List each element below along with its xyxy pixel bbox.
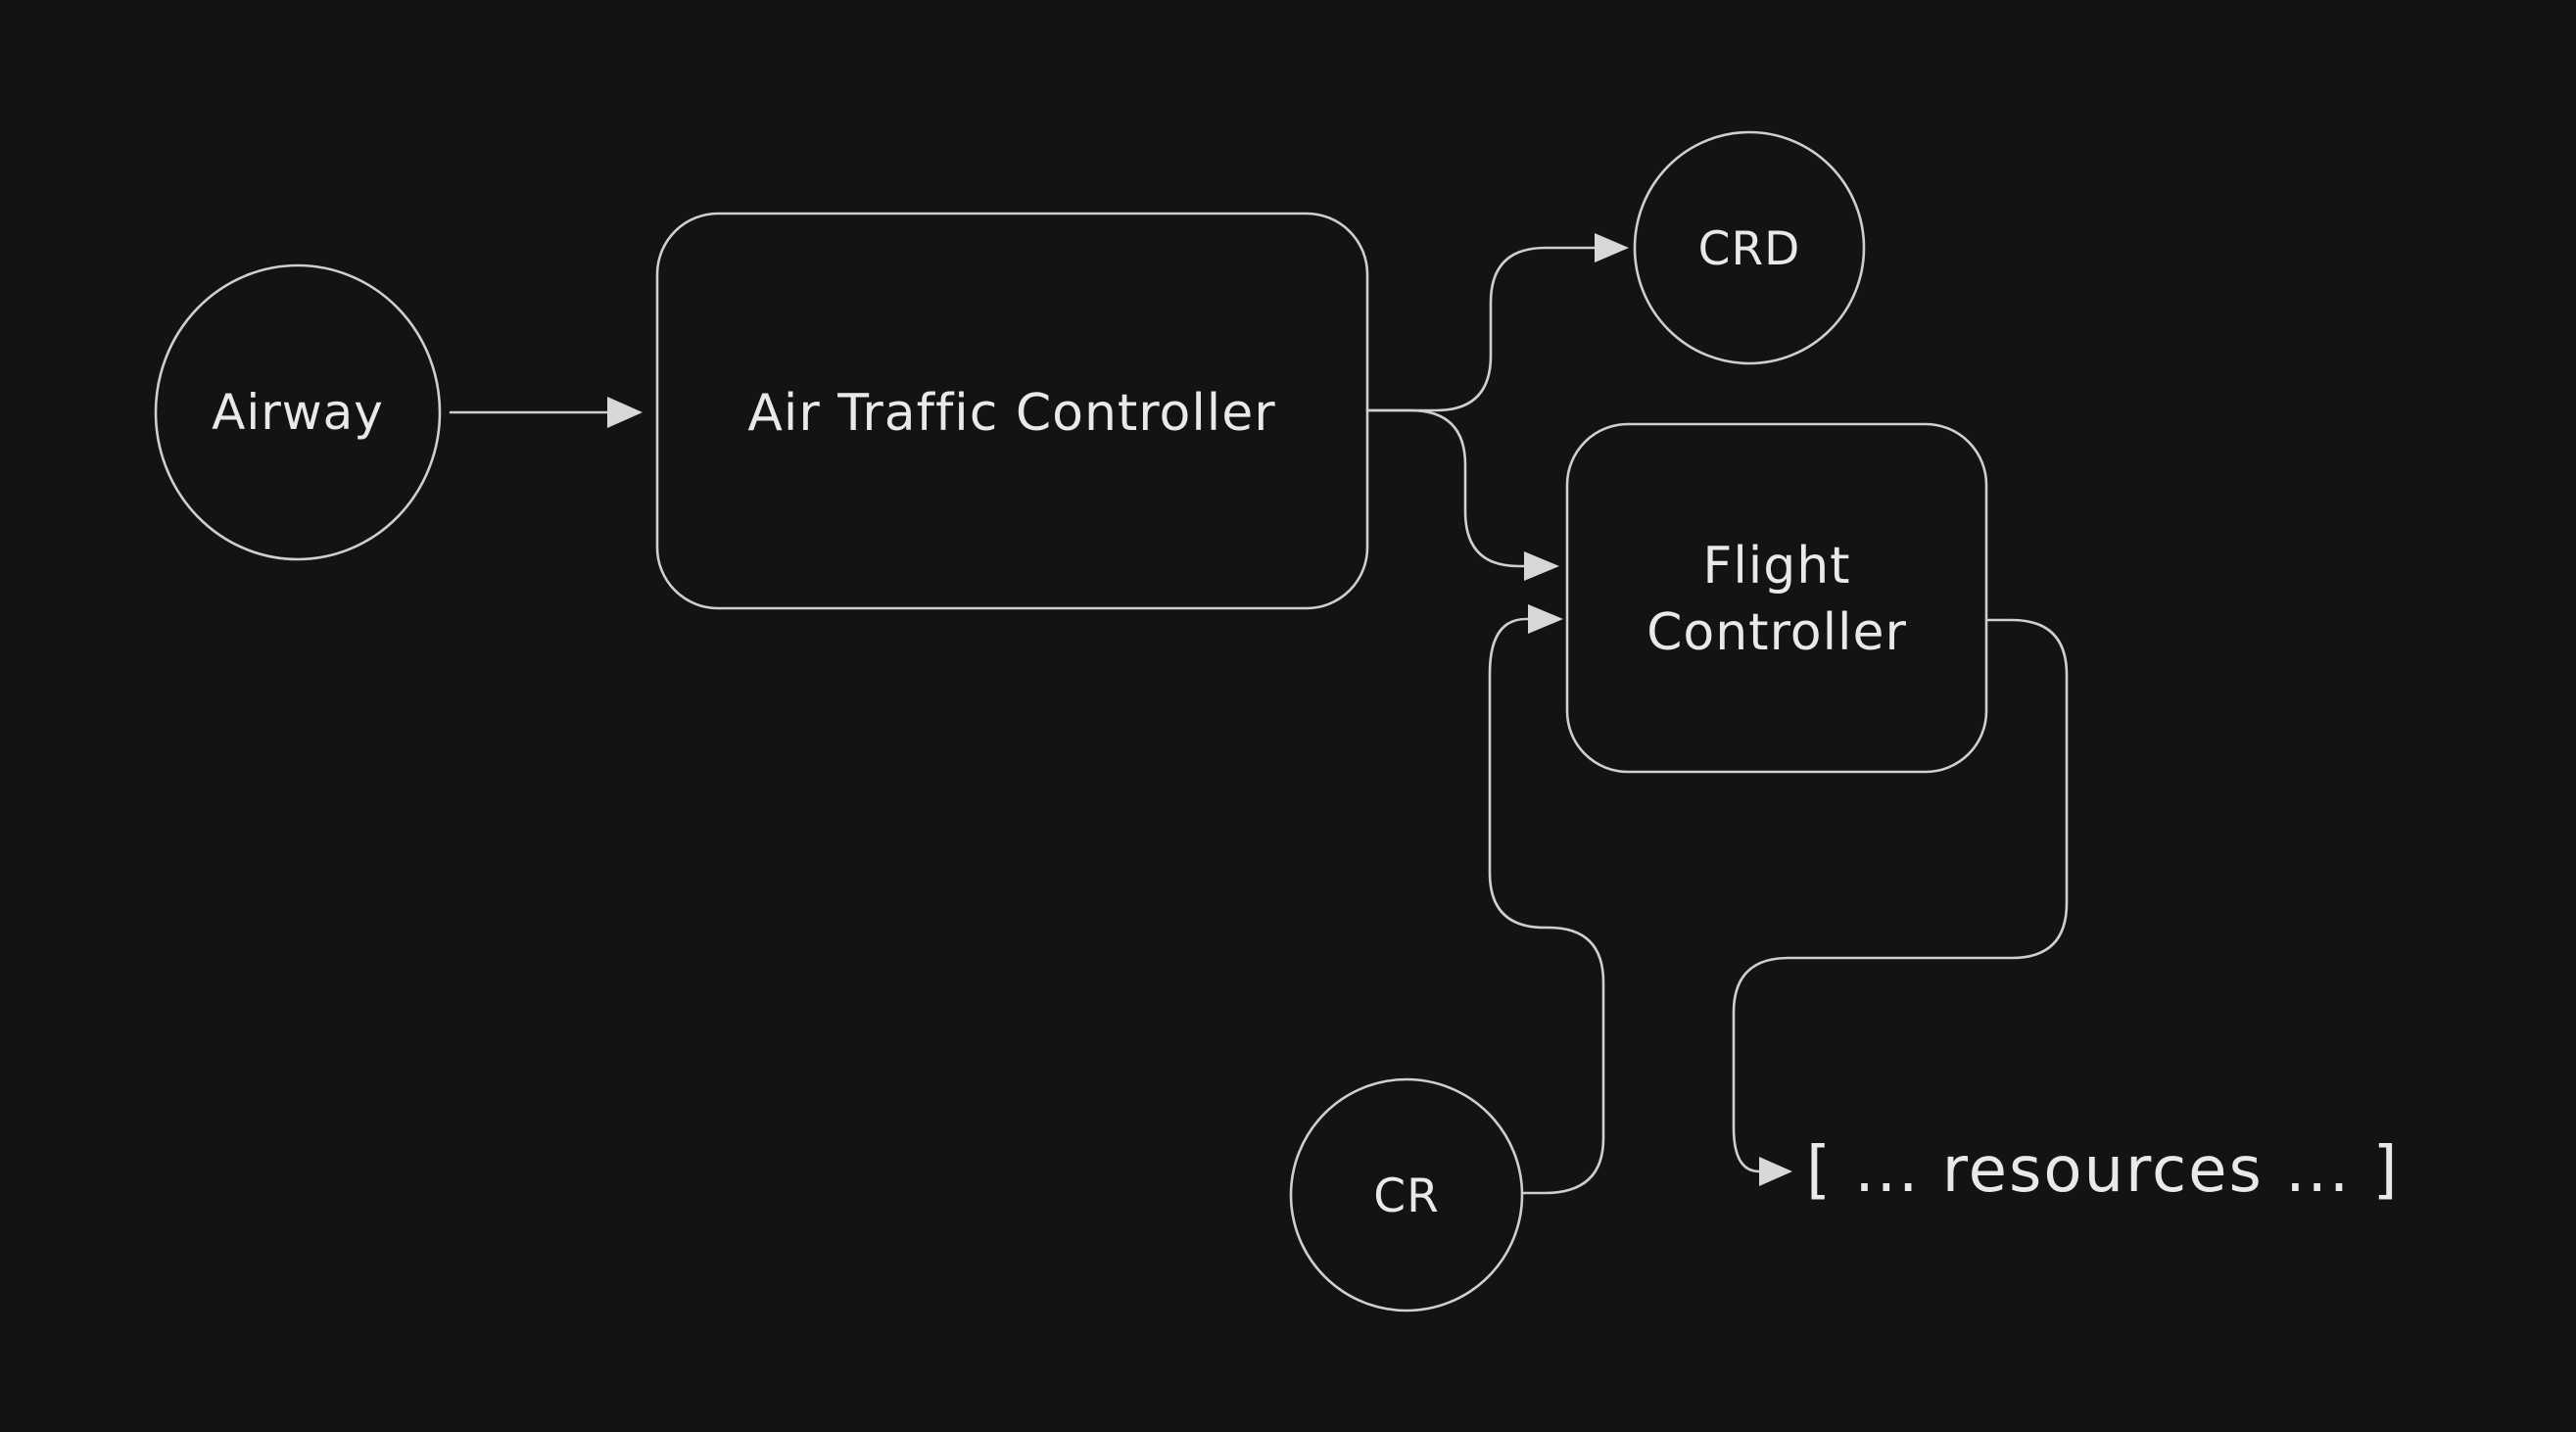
edge-flight-controller-to-resources (1732, 618, 2069, 1186)
edge-airway-to-atc (449, 397, 643, 428)
airway-ellipse (154, 263, 442, 561)
edge-atc-to-flight-controller (1365, 408, 1559, 581)
node-flight-controller: Flight Controller (1565, 422, 1988, 774)
resources-label: [ ... resources ... ] (1806, 1134, 2400, 1207)
edge-atc-to-crd-line (1365, 246, 1597, 412)
flight-controller-box (1565, 422, 1988, 774)
node-crd: CRD (1633, 130, 1866, 365)
cr-label: CR (1373, 1169, 1439, 1223)
airway-label: Airway (212, 384, 384, 441)
edge-cr-to-flight-controller-arrowhead-icon (1528, 604, 1563, 634)
edge-flight-controller-to-resources-line (1732, 618, 2069, 1173)
crd-ellipse (1633, 130, 1866, 365)
edge-airway-to-atc-arrowhead-icon (607, 397, 643, 428)
node-air-traffic-controller: Air Traffic Controller (655, 212, 1369, 610)
node-cr: CR (1289, 1077, 1524, 1313)
air-traffic-controller-label: Air Traffic Controller (747, 384, 1275, 443)
flight-controller-label-line2: Controller (1646, 603, 1907, 662)
cr-ellipse (1289, 1077, 1524, 1313)
edge-flight-controller-to-resources-arrowhead-icon (1759, 1157, 1792, 1186)
edge-atc-to-flight-controller-line (1365, 408, 1526, 568)
edge-cr-to-flight-controller (1488, 604, 1605, 1195)
flight-controller-label-line1: Flight (1702, 537, 1850, 596)
node-airway: Airway (154, 263, 442, 561)
crd-label: CRD (1698, 222, 1801, 276)
edge-atc-to-flight-controller-arrowhead-icon (1524, 551, 1559, 581)
edge-atc-to-crd-arrowhead-icon (1595, 233, 1629, 263)
edge-cr-to-flight-controller-line (1488, 617, 1605, 1195)
edge-atc-to-crd (1365, 233, 1629, 412)
